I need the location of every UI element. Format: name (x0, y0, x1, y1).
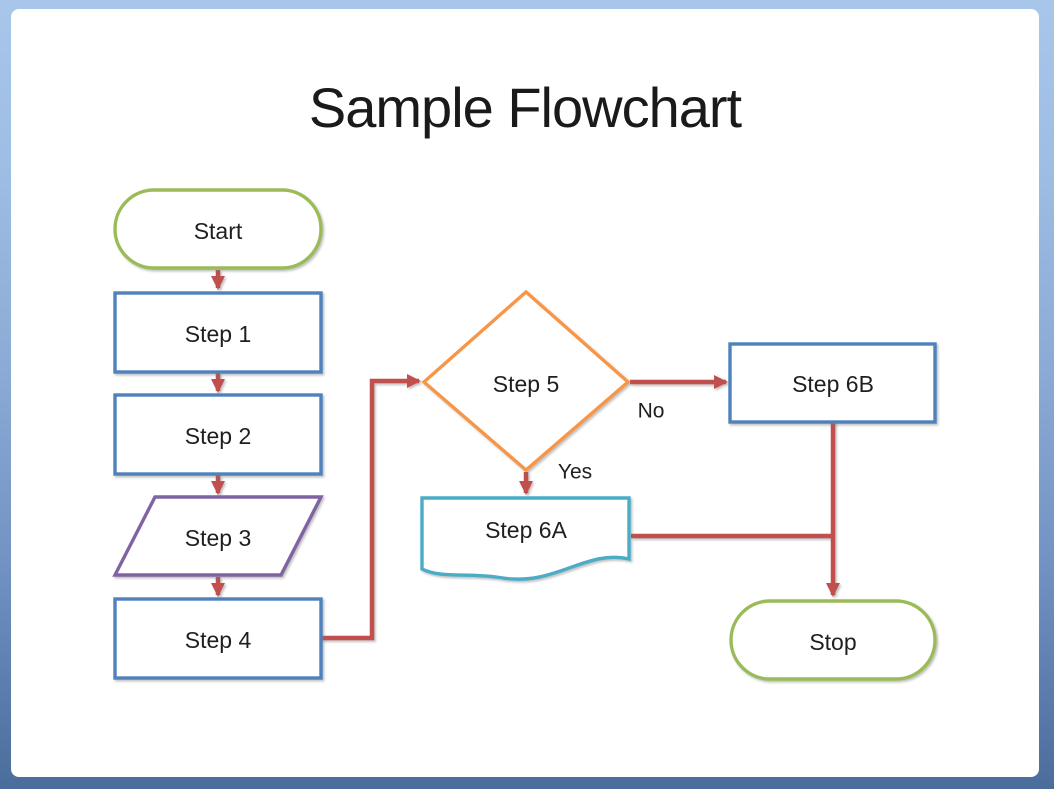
node-step4: Step 4 (113, 597, 323, 680)
edge-label-yes: Yes (558, 461, 592, 484)
data-shape (112, 495, 324, 577)
process-shape (113, 393, 323, 476)
node-start-label: Start (194, 218, 243, 244)
node-step2: Step 2 (113, 393, 323, 476)
edge-label-no: No (638, 400, 665, 423)
node-step5: Step 5 (421, 289, 631, 473)
terminator-shape (113, 188, 323, 270)
node-step6a: Step 6A (420, 496, 631, 581)
process-shape (113, 291, 323, 374)
terminator-shape (729, 599, 937, 681)
node-step6b-label: Step 6B (792, 371, 874, 397)
document-shape (420, 496, 631, 581)
process-shape (728, 342, 937, 424)
node-start: Start (113, 188, 323, 270)
node-step3-label: Step 3 (185, 525, 252, 551)
node-step6a-label: Step 6A (485, 517, 567, 543)
node-stop-label: Stop (809, 629, 856, 655)
slide-title: Sample Flowchart (308, 76, 742, 139)
node-step4-label: Step 4 (185, 627, 252, 653)
node-step5-label: Step 5 (493, 371, 560, 397)
node-stop: Stop (729, 599, 937, 681)
edges (211, 270, 840, 641)
node-step2-label: Step 2 (185, 423, 252, 449)
edge-step4-step5 (321, 374, 421, 641)
node-step1-label: Step 1 (185, 321, 252, 347)
node-step1: Step 1 (113, 291, 323, 374)
decision-shape (421, 289, 631, 473)
node-step3: Step 3 (112, 495, 324, 577)
node-step6b: Step 6B (728, 342, 937, 424)
process-shape (113, 597, 323, 680)
